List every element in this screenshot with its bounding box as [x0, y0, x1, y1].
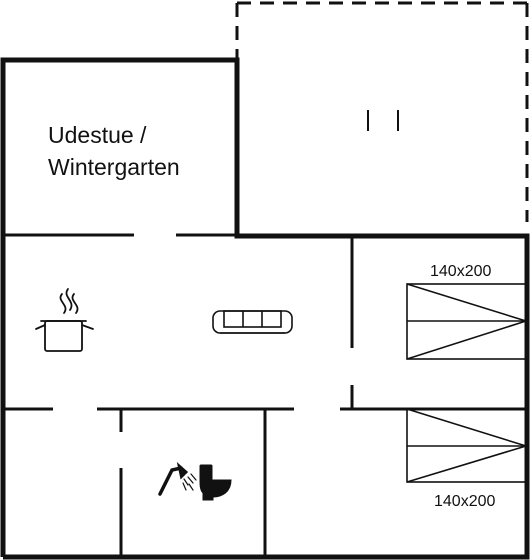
terrace-outline [235, 1, 529, 222]
door-icon [367, 110, 399, 131]
sofa-icon [212, 310, 293, 334]
bed-lower-label: 140x200 [434, 493, 495, 510]
bed-icon [406, 283, 527, 360]
bed-icon [406, 408, 527, 483]
wintergarden-label-line2: Wintergarten [48, 154, 180, 180]
bed-upper-label: 140x200 [430, 263, 491, 280]
wintergarden-label-line1: Udestue / [48, 122, 147, 148]
toilet-icon [199, 464, 232, 501]
shower-icon [158, 461, 197, 496]
cooking-pot-icon [35, 288, 94, 352]
